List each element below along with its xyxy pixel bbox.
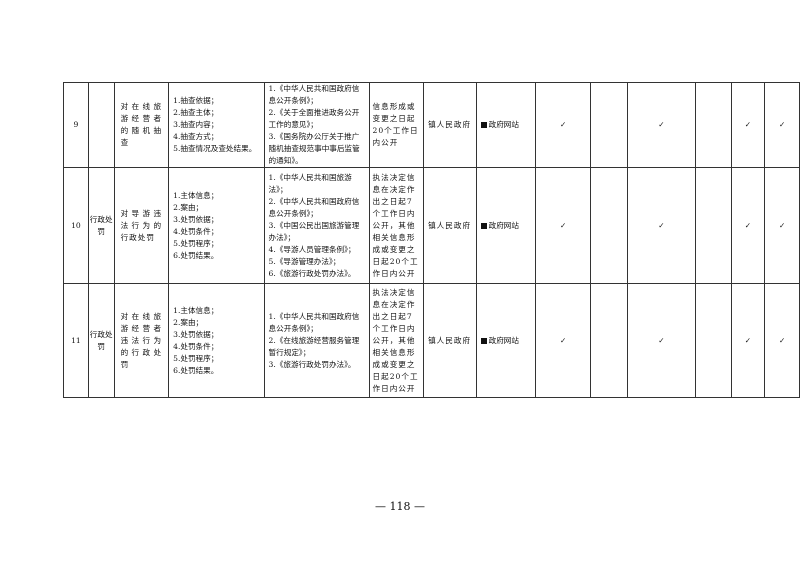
item-cell: 对在线旅游经营者违法行为的行政处罚 (113, 283, 170, 398)
check-cell: ✓ (730, 82, 766, 168)
square-bullet-icon (480, 222, 487, 229)
elements-cell: 1.主体信息； 2.案由； 3.处罚依据； 4.处罚条件； 5.处罚程序； 6.… (168, 167, 265, 284)
table-row: 11 行政处罚 对在线旅游经营者违法行为的行政处罚 1.主体信息； 2.案由； … (63, 283, 800, 398)
check-cell: ✓ (535, 283, 592, 398)
check-cell: ✓ (764, 283, 800, 398)
channel-cell: 政府网站 (475, 283, 537, 398)
check-cell: ✓ (764, 82, 800, 168)
check-cell: ✓ (626, 82, 697, 168)
check-cell: ✓ (626, 283, 697, 398)
check-cell (590, 82, 628, 168)
item-cell: 对在线旅游经营者的随机抽查 (113, 82, 170, 168)
check-cell: ✓ (730, 283, 766, 398)
row-number: 9 (63, 82, 89, 168)
check-cell: ✓ (535, 167, 592, 284)
check-cell: ✓ (626, 167, 697, 284)
elements-cell: 1.抽查依据； 2.抽查主体； 3.抽查内容； 4.抽查方式； 5.抽查情况及查… (168, 82, 265, 168)
basis-cell: 1.《中华人民共和国政府信息公开条例》； 2.《在线旅游经营服务管理暂行规定》；… (263, 283, 370, 398)
check-cell: ✓ (535, 82, 592, 168)
channel-cell: 政府网站 (475, 82, 537, 168)
elements-cell: 1.主体信息； 2.案由； 3.处罚依据； 4.处罚条件； 5.处罚程序； 6.… (168, 283, 265, 398)
basis-cell: 1.《中华人民共和国旅游法》； 2.《中华人民共和国政府信息公开条例》； 3.《… (263, 167, 370, 284)
subject-cell: 镇人民政府 (423, 82, 477, 168)
check-cell (590, 167, 628, 284)
table-row: 10 行政处罚 对导游违法行为的行政处罚 1.主体信息； 2.案由； 3.处罚依… (63, 167, 800, 284)
category-cell: 行政处罚 (87, 283, 115, 398)
disclosure-table: 9 对在线旅游经营者的随机抽查 1.抽查依据； 2.抽查主体； 3.抽查内容； … (63, 82, 800, 398)
check-cell (695, 82, 732, 168)
time-limit-cell: 执法决定信息在决定作出之日起7个工作日内公开，其他相关信息形成或变更之日起20个… (368, 283, 425, 398)
subject-cell: 镇人民政府 (423, 283, 477, 398)
table-row: 9 对在线旅游经营者的随机抽查 1.抽查依据； 2.抽查主体； 3.抽查内容； … (63, 82, 800, 168)
subject-cell: 镇人民政府 (423, 167, 477, 284)
time-limit-cell: 执法决定信息在决定作出之日起7个工作日内公开，其他相关信息形成或变更之日起20个… (368, 167, 425, 284)
check-cell: ✓ (730, 167, 766, 284)
check-cell (695, 167, 732, 284)
check-cell: ✓ (764, 167, 800, 284)
check-cell (695, 283, 732, 398)
channel-cell: 政府网站 (475, 167, 537, 284)
time-limit-cell: 信息形成或变更之日起20个工作日内公开 (368, 82, 425, 168)
row-number: 10 (63, 167, 89, 284)
square-bullet-icon (480, 122, 487, 128)
square-bullet-icon (480, 337, 487, 344)
item-cell: 对导游违法行为的行政处罚 (113, 167, 170, 284)
check-cell (590, 283, 628, 398)
basis-cell: 1.《中华人民共和国政府信息公开条例》； 2.《关于全面推进政务公开工作的意见》… (263, 82, 370, 168)
row-number: 11 (63, 283, 89, 398)
page-number: — 118 — (375, 500, 425, 513)
category-cell: 行政处罚 (87, 167, 115, 284)
category-cell (87, 82, 115, 168)
